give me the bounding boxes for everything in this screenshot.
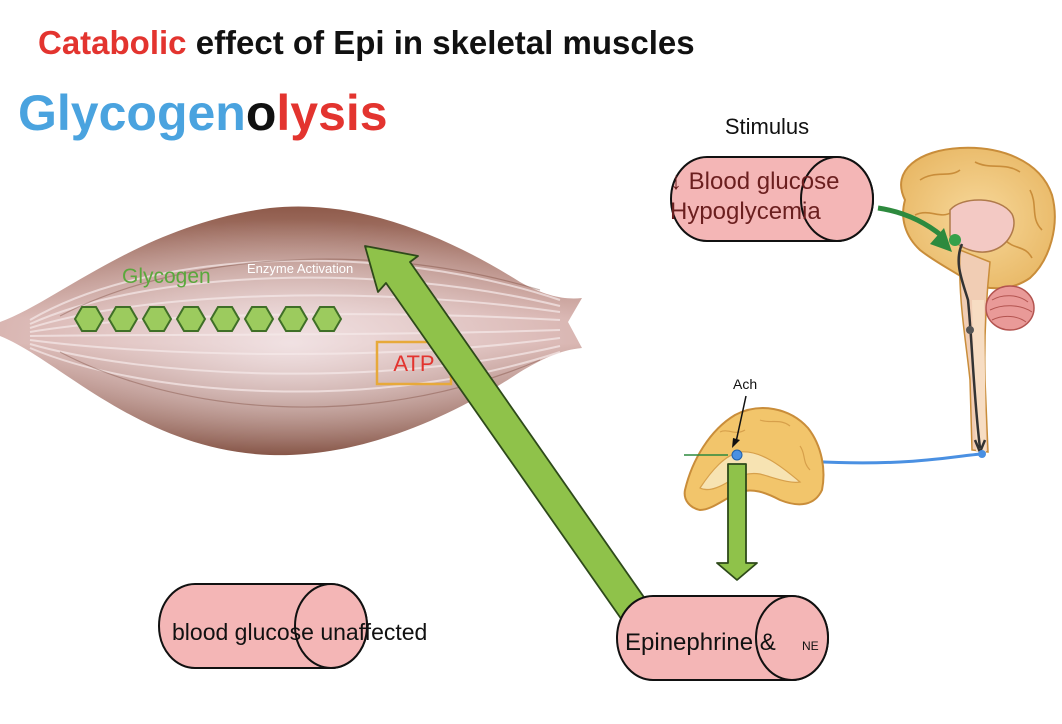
title-rest: effect of Epi in skeletal muscles: [186, 24, 695, 61]
blood-glucose-unaffected-pill: [158, 583, 368, 669]
adrenal-to-epinephrine-arrow: [716, 463, 758, 581]
title-highlight: Catabolic: [38, 24, 187, 61]
hypoglycemia-label: Hypoglycemia: [670, 198, 821, 225]
synapse-dot: [731, 449, 743, 461]
ach-label: Ach: [733, 376, 757, 392]
stimulus-to-brain-arrow: [877, 205, 944, 238]
heading-part3: lysis: [276, 85, 388, 141]
stimulus-pill: [670, 156, 874, 242]
stimulus-arrowhead: [930, 228, 952, 252]
ach-pointer: [735, 395, 747, 443]
adrenal-gland-illustration: [683, 407, 825, 512]
brain-illustration: [900, 146, 1056, 456]
heading-part2: o: [245, 85, 277, 141]
epinephrine-label: Epinephrine &: [625, 629, 776, 656]
heading-part1: Glycogen: [18, 85, 246, 141]
atp-label: ATP: [393, 351, 434, 376]
epinephrine-to-muscle-arrow: [364, 245, 649, 621]
slide-title: Catabolic effect of Epi in skeletal musc…: [38, 24, 695, 62]
stimulus-label: Stimulus: [725, 114, 809, 139]
glycogen-label: Glycogen: [122, 265, 211, 288]
blood-glucose-unaffected-label: blood glucose unaffected: [172, 619, 427, 645]
blood-glucose-label: ↓ Blood glucose: [670, 168, 839, 195]
glycogen-chain: [73, 306, 343, 332]
heading-glycogenolysis: Glycogenolysis: [18, 84, 388, 142]
epinephrine-pill: [616, 595, 829, 681]
enzyme-activation-label: Enzyme Activation: [247, 261, 353, 276]
ne-label: NE: [802, 639, 819, 653]
